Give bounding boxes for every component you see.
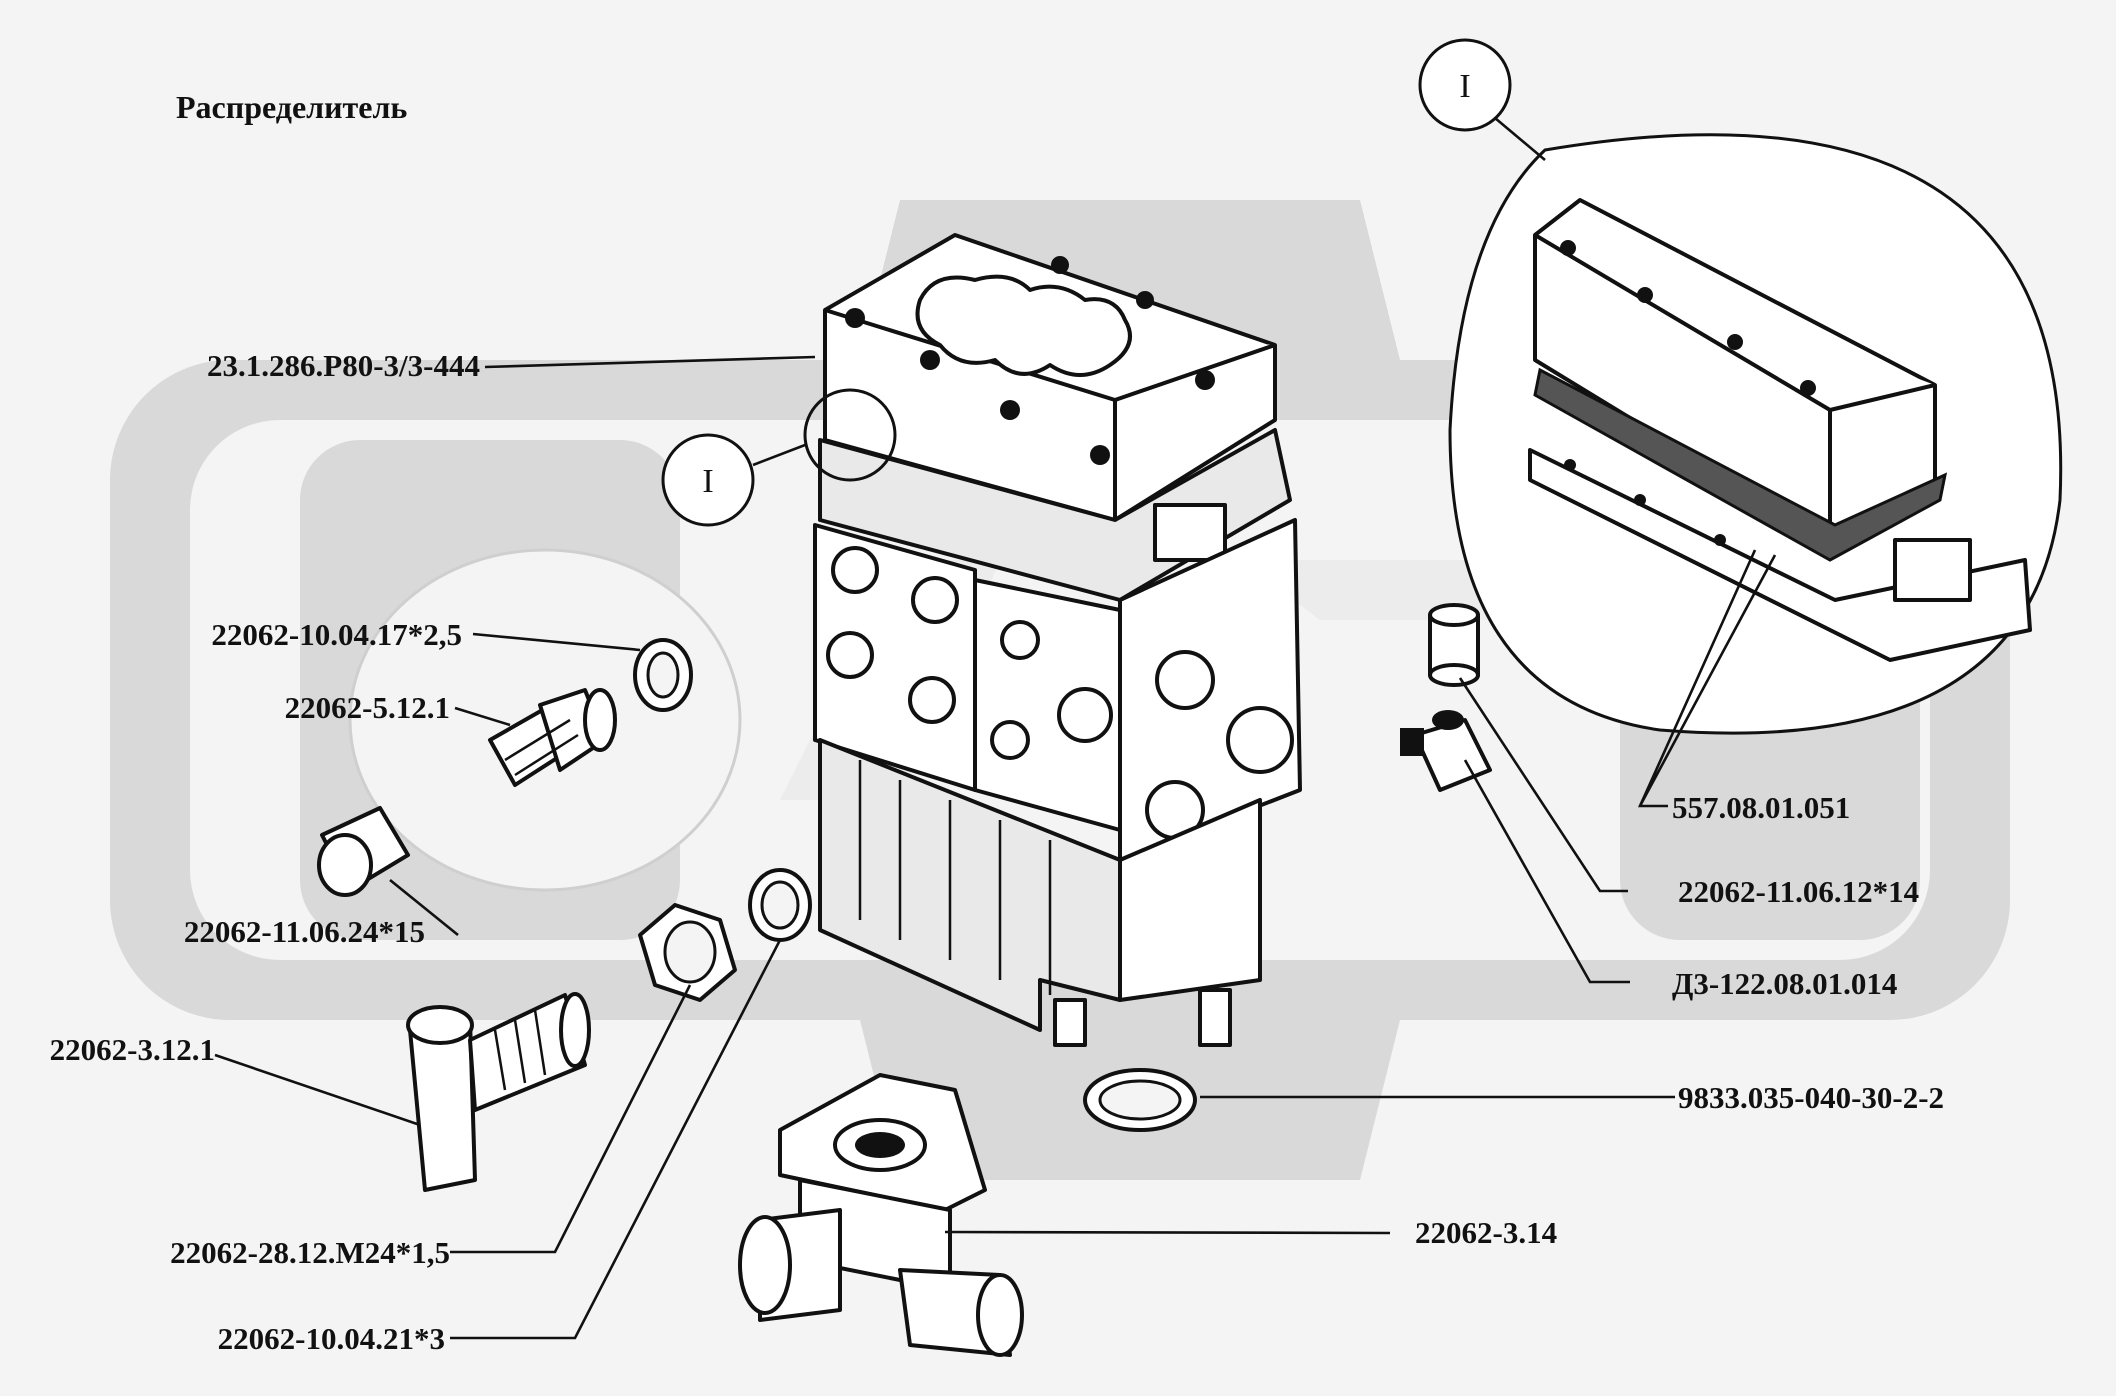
bolt-icon (1051, 256, 1069, 274)
diagram-title: Распределитель (176, 89, 407, 125)
leader-line (454, 706, 511, 727)
bolt-icon (1800, 380, 1816, 396)
bolt-icon (1634, 494, 1646, 506)
bolt-icon (1560, 240, 1576, 256)
elbow-vertical (408, 1018, 477, 1192)
label-ring-21-3: 22062-10.04.21*3 (218, 1321, 445, 1356)
leader-line (1637, 549, 1777, 808)
label-fitting-014: Д3-122.08.01.014 (1672, 966, 1897, 1001)
port-hole (990, 720, 1030, 760)
bolt-icon (1714, 534, 1726, 546)
label-union-5-12-1: 22062-5.12.1 (285, 690, 450, 725)
leader-line (389, 878, 459, 937)
nut-m24 (638, 903, 737, 1002)
bolt-icon (1136, 291, 1154, 309)
seal-ring-small-hole (646, 651, 680, 699)
detail-title-label: I (1459, 68, 1470, 105)
bolt-icon (1000, 400, 1020, 420)
elbow-branch (468, 993, 587, 1112)
leader-line (1494, 117, 1546, 161)
port-hole (911, 576, 959, 624)
bolt-icon (845, 308, 865, 328)
side-bolt (1155, 650, 1215, 710)
label-body-3-14: 22062-3.14 (1415, 1215, 1557, 1250)
union-threads (504, 718, 579, 777)
leader-line (1463, 759, 1630, 984)
detail-view-I (1448, 133, 2063, 735)
elbow-threads (493, 1009, 547, 1091)
detail-nut (1893, 538, 1972, 602)
lower-side (1118, 798, 1262, 1002)
bolt-icon (920, 350, 940, 370)
elbow-branch-end (559, 992, 591, 1068)
label-gasket-051: 557.08.01.051 (1672, 790, 1850, 825)
valve-right-opening (976, 1273, 1024, 1357)
port-hole (1000, 620, 1040, 660)
leader-line (1458, 677, 1628, 893)
port-hole (1057, 687, 1113, 743)
leader-line (214, 1053, 421, 1127)
seal-ring-21-hole (760, 880, 800, 930)
plug-small (1428, 603, 1480, 687)
detail-marker-bubble (661, 433, 755, 527)
leader-line (752, 443, 806, 467)
leader-line (450, 984, 692, 1254)
valve-left-opening (738, 1215, 792, 1315)
fitting-tee-top (1432, 710, 1464, 730)
detail-gasket-mesh (1533, 367, 1948, 562)
valve-body-3-14 (738, 1073, 1024, 1357)
detail-marker-label: I (702, 463, 713, 500)
union-fitting (488, 688, 617, 787)
stud (1198, 988, 1232, 1047)
leader-lines (214, 355, 1777, 1340)
bolt-icon (1564, 459, 1576, 471)
label-o-ring-9833: 9833.035-040-30-2-2 (1678, 1080, 1944, 1115)
valve-flange-hole (855, 1132, 905, 1158)
lower-ribs (858, 760, 1052, 995)
leader-line (944, 1230, 1391, 1235)
plug-large-face (317, 833, 373, 897)
detail-locator-circle (803, 388, 897, 482)
label-plug-24: 22062-11.06.24*15 (184, 914, 425, 949)
label-seal-ring-2-5: 22062-10.04.17*2,5 (211, 617, 462, 652)
leader-line (472, 632, 641, 652)
o-ring-large-hole (1098, 1079, 1182, 1121)
port-hole (826, 631, 874, 679)
nut-hole (663, 920, 717, 984)
elbow-top-opening (406, 1005, 474, 1045)
top-lobed-cap (915, 274, 1132, 377)
plug-large (317, 806, 410, 897)
plug-small-bottom (1428, 663, 1480, 687)
bolt-icon (1090, 445, 1110, 465)
bolt-icon (1727, 334, 1743, 350)
fitting-tee-end (1400, 728, 1424, 756)
port-hole (831, 546, 879, 594)
distributor-body (803, 233, 1302, 1047)
detail-base-plate (1528, 448, 2032, 662)
middle-nut (1153, 503, 1227, 562)
part-labels: 23.1.286.Р80-3/3-444 22062-10.04.17*2,5 … (50, 348, 1944, 1356)
plug-small-top (1428, 603, 1480, 627)
elbow-fitting (406, 992, 591, 1192)
port-hole (908, 676, 956, 724)
label-nut-m24: 22062-28.12.М24*1,5 (170, 1235, 450, 1270)
stud (1053, 998, 1087, 1047)
union-end (583, 688, 617, 752)
detail-title-bubble (1418, 38, 1512, 132)
side-port (1226, 706, 1294, 774)
leader-line (484, 355, 816, 369)
label-distributor-body: 23.1.286.Р80-3/3-444 (207, 348, 480, 383)
label-elbow-3-12-1: 22062-3.12.1 (50, 1032, 215, 1067)
leader-line (450, 939, 782, 1340)
label-plug-12: 22062-11.06.12*14 (1678, 874, 1919, 909)
bolt-icon (1637, 287, 1653, 303)
bolt-icon (1195, 370, 1215, 390)
